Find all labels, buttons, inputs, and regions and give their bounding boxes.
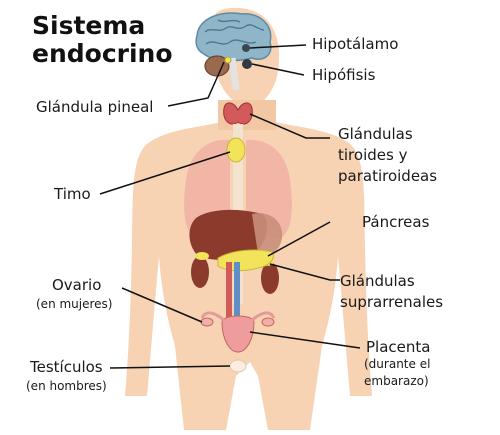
pituitary-gland [242,59,252,69]
label-pineal: Glándula pineal [36,98,154,116]
label-tiroides-1: Glándulas [338,125,413,143]
label-placenta-sub-2: embarazo) [364,374,429,388]
label-ovario-sub: (en mujeres) [36,297,113,311]
brainstem [228,57,240,91]
leader-pineal [167,61,225,107]
leader-testiculos [109,365,231,369]
leader-suprarrenales [269,263,340,281]
pineal-gland [224,56,232,64]
right-kidney [261,262,279,294]
label-suprarrenales-1: Glándulas [340,272,415,290]
label-placenta: Placenta [366,338,431,356]
hypothalamus-gland [242,44,250,52]
left-ovary [200,317,214,327]
label-placenta-sub-1: (durante el [364,357,431,371]
right-ovary [261,317,275,327]
leader-pancreas [267,221,331,257]
vena-cava [234,262,240,322]
leader-placenta [249,331,361,349]
fallopian-tubes [200,311,276,322]
label-testiculos-sub: (en hombres) [26,379,107,393]
leader-timo [99,151,231,195]
label-testiculos: Testículos [30,358,103,376]
leader-ovario [121,287,203,323]
label-pancreas: Páncreas [362,213,430,231]
thyroid-gland [223,102,253,125]
leader-tiroides [249,113,330,139]
title-line-1: Sistema [32,11,146,40]
uterus [221,315,255,353]
leader-lines [99,44,361,369]
label-suprarrenales-2: suprarrenales [340,293,444,311]
thymus-gland [226,137,246,163]
label-ovario: Ovario [52,276,102,294]
label-timo: Timo [54,185,91,203]
label-hipotalamo: Hipotálamo [312,35,399,53]
stomach [252,213,283,256]
leader-hipofisis [251,63,305,76]
testicles [229,359,247,373]
left-adrenal-gland [195,252,209,260]
label-tiroides-3: paratiroideas [338,167,438,185]
title-line-2: endocrino [32,39,173,68]
label-hipofisis: Hipófisis [312,66,376,84]
page-title: Sistema endocrino [32,12,173,68]
brain-folds [204,19,265,45]
left-kidney [191,256,209,288]
aorta [226,262,232,322]
leader-hipotalamo [249,44,307,49]
label-tiroides-2: tiroides y [338,146,408,164]
liver [189,209,267,260]
